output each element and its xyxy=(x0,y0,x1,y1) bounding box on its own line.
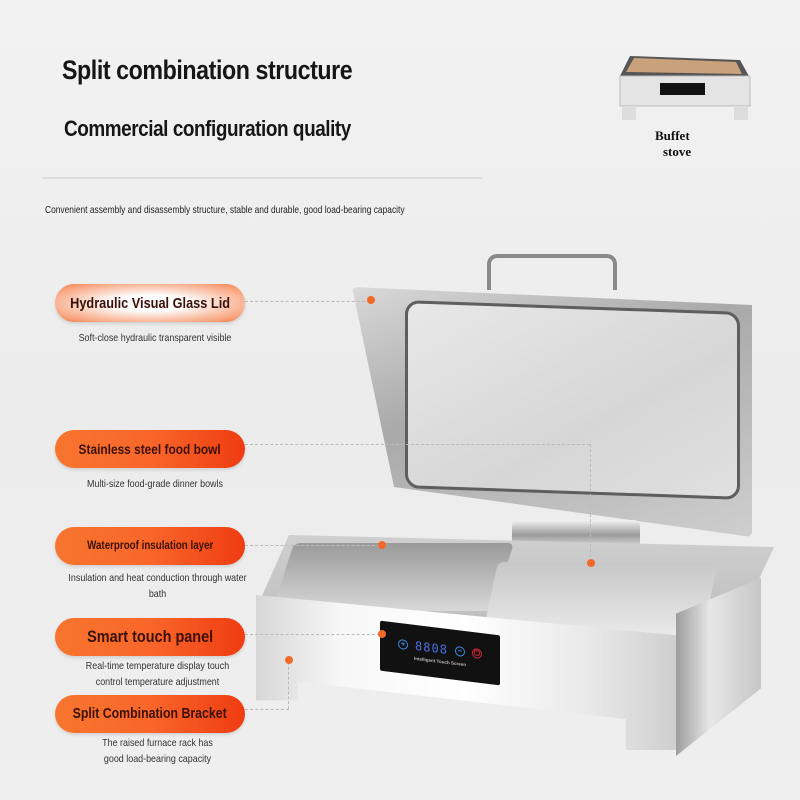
feature-bracket: Split Combination Bracket xyxy=(55,695,245,733)
marker-dot xyxy=(367,296,375,304)
description-line: Real-time temperature display touch xyxy=(85,660,230,672)
glass-window xyxy=(405,300,740,500)
feature-glass-lid: Hydraulic Visual Glass Lid xyxy=(55,284,245,322)
thumbnail-caption: Buffet stove xyxy=(655,128,691,160)
leader-line-vertical xyxy=(590,444,591,562)
page-subtitle: Commercial configuration quality xyxy=(64,116,351,141)
leader-line xyxy=(245,545,380,546)
marker-dot xyxy=(378,541,386,549)
leader-line-vertical xyxy=(288,662,289,709)
leader-line xyxy=(245,444,590,445)
plus-icon[interactable]: + xyxy=(398,638,409,651)
description-line: good load-bearing capacity xyxy=(103,753,212,765)
marker-dot xyxy=(285,656,293,664)
marker-dot xyxy=(378,630,386,638)
feature-label: Waterproof insulation layer xyxy=(86,540,214,552)
feature-insulation: Waterproof insulation layer xyxy=(55,527,245,565)
buffet-stove-thumbnail xyxy=(610,38,760,123)
feature-description: Insulation and heat conduction through w… xyxy=(53,570,261,602)
lid-handle xyxy=(487,254,617,290)
temperature-display: 8808 xyxy=(415,638,448,657)
feature-description: Real-time temperature display touch cont… xyxy=(58,658,258,690)
feature-touch-panel: Smart touch panel xyxy=(55,618,245,656)
page-description: Convenient assembly and disassembly stru… xyxy=(45,204,405,216)
power-icon[interactable]: ⏻ xyxy=(471,647,482,660)
feature-description: The raised furnace rack has good load-be… xyxy=(58,735,258,767)
description-line: bath xyxy=(148,588,167,600)
description-line: The raised furnace rack has xyxy=(102,737,213,749)
feature-label: Smart touch panel xyxy=(86,627,214,646)
description-line: Insulation and heat conduction through w… xyxy=(68,572,247,584)
leader-line xyxy=(245,709,289,710)
feature-description: Multi-size food-grade dinner bowls xyxy=(87,478,223,490)
feature-description: Soft-close hydraulic transparent visible xyxy=(78,332,232,344)
feature-label: Stainless steel food bowl xyxy=(78,441,222,457)
description-line: control temperature adjustment xyxy=(95,676,220,688)
feature-food-bowl: Stainless steel food bowl xyxy=(55,430,245,468)
divider xyxy=(42,177,482,179)
caption-line-1: Buffet xyxy=(655,128,690,143)
page-title: Split combination structure xyxy=(62,55,353,85)
feature-label: Hydraulic Visual Glass Lid xyxy=(70,294,230,312)
marker-dot xyxy=(587,559,595,567)
minus-icon[interactable]: − xyxy=(454,645,465,658)
leader-line xyxy=(245,634,380,635)
caption-line-2: stove xyxy=(663,144,692,159)
feature-label: Split Combination Bracket xyxy=(72,706,228,722)
leader-line xyxy=(245,301,370,302)
